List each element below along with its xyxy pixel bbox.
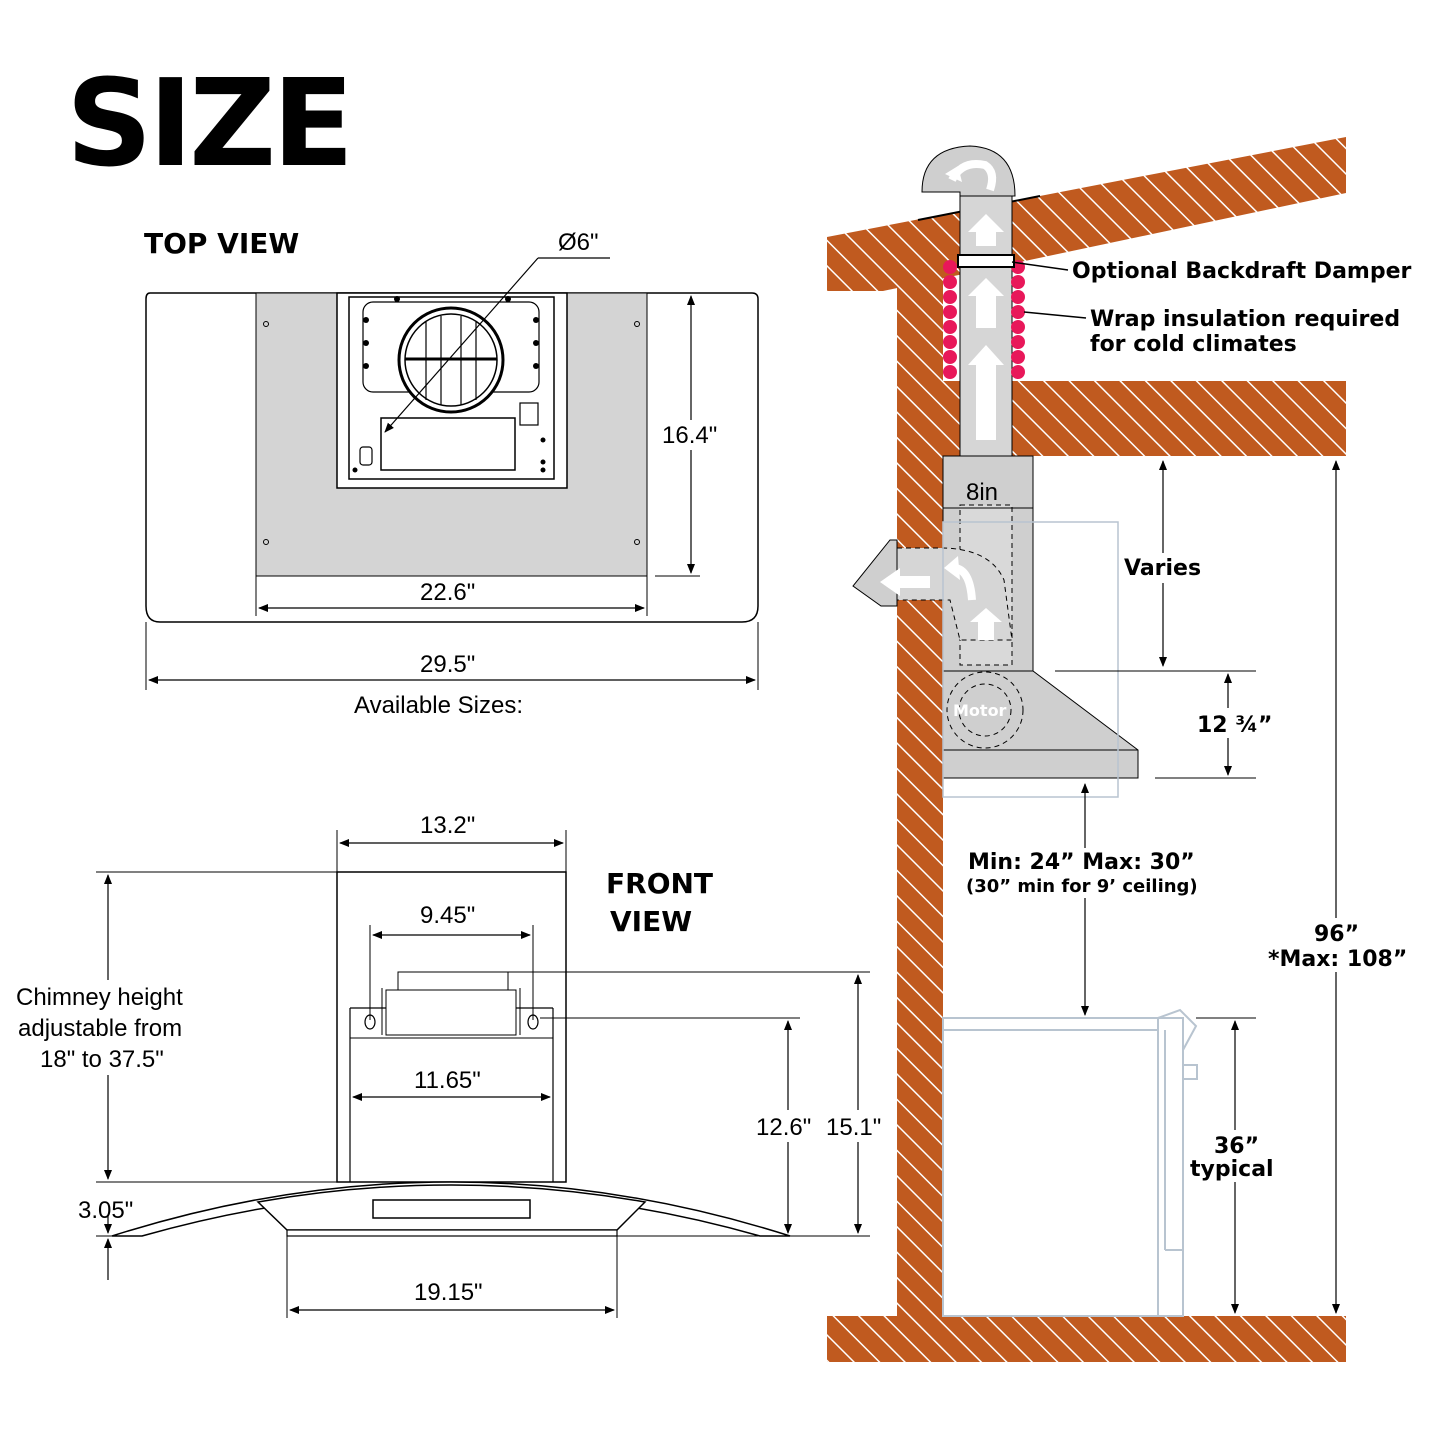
top-view: TOP VIEW Ø6" — [144, 227, 759, 719]
top-duct-diameter: Ø6" — [558, 229, 599, 256]
hood-height-label: 12 ¾” — [1197, 713, 1273, 738]
ceiling-height-line2: *Max: 108” — [1268, 947, 1407, 972]
clearance-line1: Min: 24” Max: 30” — [968, 850, 1195, 875]
front-chimney-width: 13.2" — [420, 812, 475, 839]
front-control-panel — [372, 1199, 531, 1219]
front-bracket — [397, 971, 509, 993]
top-depth: 16.4" — [662, 422, 717, 449]
clearance-line2: (30” min for 9’ ceiling) — [966, 876, 1198, 897]
ceiling-height-line1: 96” — [1314, 922, 1359, 947]
motor-housing — [946, 671, 1024, 749]
front-view-label-line2: VIEW — [610, 905, 692, 938]
range-appliance — [942, 1008, 1198, 1317]
damper-note: Optional Backdraft Damper — [1072, 259, 1412, 284]
front-base-width: 19.15" — [414, 1279, 483, 1306]
available-sizes-label: Available Sizes: — [354, 692, 523, 719]
insulation-wrap — [943, 260, 1025, 379]
front-view: FRONT VIEW 13.2" 9.45" 11.65" — [10, 812, 892, 1318]
roof-structure — [827, 137, 1346, 291]
exterior-wall — [897, 255, 943, 1320]
front-canopy-height-short: 12.6" — [756, 1114, 811, 1141]
chimney-note-line1: Chimney height — [16, 984, 183, 1011]
chimney-note-line2: adjustable from — [18, 1015, 182, 1042]
insulation-note-line2: for cold climates — [1090, 332, 1297, 357]
wall-vent-cap — [852, 539, 898, 607]
insulation-note-line1: Wrap insulation required — [1090, 307, 1400, 332]
front-view-label-line1: FRONT — [606, 867, 713, 900]
page-title: SIZE — [66, 55, 350, 194]
top-view-label: TOP VIEW — [144, 227, 299, 260]
roof-cap — [921, 145, 1016, 197]
counter-height-line2: typical — [1190, 1157, 1274, 1182]
motor-label: Motor — [953, 701, 1007, 720]
counter-height-line1: 36” — [1214, 1134, 1259, 1159]
chimney-note-line3: 18" to 37.5" — [40, 1046, 164, 1073]
duct-size: 8in — [966, 479, 998, 506]
backdraft-damper — [957, 254, 1015, 268]
floor — [827, 1316, 1346, 1362]
varies-label: Varies — [1124, 556, 1201, 581]
front-inner-chimney-width: 11.65" — [414, 1067, 481, 1094]
front-canopy-height-tall: 15.1" — [826, 1114, 881, 1141]
front-canopy-thickness: 3.05" — [78, 1197, 133, 1224]
front-bracket-width: 9.45" — [420, 902, 475, 929]
installation-diagram: 8in Motor Varies — [827, 137, 1414, 1362]
top-inner-width: 22.6" — [420, 579, 475, 606]
top-overall-width: 29.5" — [420, 651, 475, 678]
